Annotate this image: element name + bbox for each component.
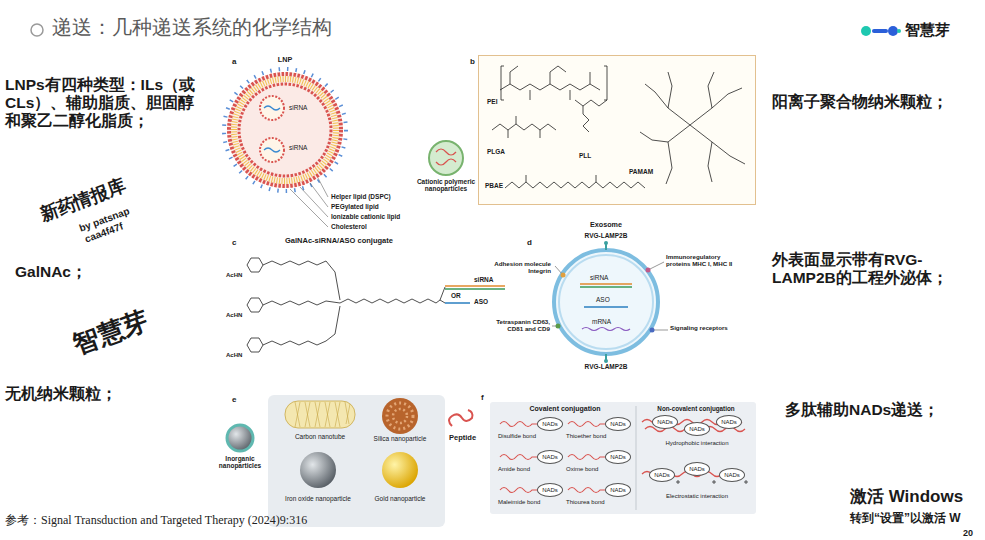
bubble-text: NADs	[606, 484, 630, 496]
node-text: Non-covalent conjugation	[636, 405, 756, 412]
callout-label: PEGylated lipid	[331, 203, 379, 210]
callout-label: Signaling receptors	[670, 324, 730, 331]
description-text: GalNAc；	[15, 263, 87, 281]
nads-bubble: NADs	[537, 450, 563, 464]
nads-bubble: NADs	[537, 417, 563, 431]
nads-bubble: NADs	[605, 483, 631, 497]
figure-label: Inorganic nanoparticles	[212, 455, 268, 470]
reference-caption: 参考：Signal Transduction and Targeted Ther…	[5, 514, 307, 528]
protein-label: RVG-LAMP2B	[576, 363, 636, 370]
nads-bubble: NADs	[684, 422, 710, 436]
bubble-text: NADs	[606, 418, 630, 430]
nads-bubble: NADs	[684, 462, 710, 476]
panel-letter: e	[232, 395, 236, 404]
nads-bubble: NADs	[537, 483, 563, 497]
node-text: Covalent conjugation	[510, 405, 620, 413]
bubble-text: NADs	[717, 416, 741, 428]
protein-label: RVG-LAMP2B	[576, 232, 636, 239]
node-text: PAMAM	[629, 168, 653, 175]
node-text: PLL	[579, 152, 591, 159]
callout-label: Helper lipid (DSPC)	[331, 193, 391, 200]
panel-letter: a	[232, 57, 236, 66]
node-text: PEI	[487, 98, 497, 105]
peptide-conjugation-panel: Covalent conjugation Non-covalent conjuga…	[490, 402, 756, 514]
bubble-text: NADs	[538, 418, 562, 430]
logo-text: 智慧芽	[905, 21, 950, 38]
atom-label: AcHN	[226, 312, 242, 319]
nads-bubble: NADs	[652, 415, 678, 429]
node-text: Thioether bond	[566, 433, 630, 440]
node-text: Silica nanoparticle	[360, 435, 440, 442]
node-text: PBAE	[485, 182, 503, 189]
atom-label: AcHN	[226, 352, 242, 359]
node-text: LNP	[227, 56, 343, 64]
callout-label: Tetraspanin CD63, CD81 and CD9	[494, 318, 550, 332]
watermark: 智慧芽	[69, 306, 153, 361]
node-text: Oxime bond	[566, 466, 630, 473]
node-text: Amide bond	[498, 466, 562, 473]
description-text: 阳离子聚合物纳米颗粒；	[772, 93, 948, 111]
bubble-text: NADs	[720, 469, 744, 481]
node-text: Electrostatic interaction	[647, 493, 747, 500]
node-text: siRNA	[590, 274, 608, 281]
lnp-particle: LNP siRNA siRNA	[227, 56, 343, 188]
node-text: Gold nanoparticle	[360, 495, 440, 502]
node-text: Thiourea bond	[566, 499, 630, 506]
node-text: Exosome	[554, 221, 658, 229]
bubble-text: NADs	[685, 463, 709, 475]
figure-label: Peptide	[449, 434, 476, 443]
bubble-text: NADs	[685, 423, 709, 435]
node-text: siRNA	[289, 104, 307, 111]
node-text: siRNA	[289, 144, 307, 151]
bubble-text: NADs	[606, 451, 630, 463]
atom-label: AcHN	[226, 272, 242, 279]
bubble-text: NADs	[538, 451, 562, 463]
slide-title: 递送：几种递送系统的化学结构	[52, 16, 332, 39]
panel-letter: b	[470, 57, 475, 66]
exosome: Exosome siRNA ASO mRNA	[554, 221, 658, 354]
node-text: Disulfide bond	[498, 433, 562, 440]
nads-bubble: NADs	[716, 415, 742, 429]
description-text: 外表面显示带有RVG-LAMP2B的工程外泌体；	[772, 251, 972, 287]
nads-bubble: NADs	[605, 417, 631, 431]
node-text: Hydrophobic interaction	[647, 440, 747, 447]
description-text: 多肽辅助NADs递送；	[785, 401, 939, 419]
description-text: LNPs有四种类型：ILs（或CLs）、辅助脂质、胆固醇和聚乙二醇化脂质；	[5, 76, 210, 129]
strand-label: ASO	[474, 298, 488, 305]
polymer-panel: PEI PLGA PLL PAMAM PBAE	[478, 55, 756, 205]
callout-label: Cholesterol	[331, 223, 367, 230]
page-number: 20	[963, 528, 973, 538]
callout-label: Ionizable cationic lipid	[331, 213, 400, 220]
nads-bubble: NADs	[719, 468, 745, 482]
node-text: Maleimide bond	[498, 499, 562, 506]
bubble-text: NADs	[538, 484, 562, 496]
panel-letter: c	[232, 238, 236, 247]
description-text: 无机纳米颗粒；	[5, 385, 117, 403]
node-text: mRNA	[592, 318, 611, 325]
nads-bubble: NADs	[649, 468, 675, 482]
figure-label: Cationic polymeric nanoparticles	[416, 178, 476, 193]
node-text: Carbon nanotube	[285, 433, 355, 440]
panel-letter: f	[481, 393, 484, 402]
bubble-text: NADs	[650, 469, 674, 481]
os-watermark: 激活 Windows	[850, 487, 963, 507]
strand-label: siRNA	[474, 276, 494, 283]
panel-letter: d	[527, 238, 532, 247]
node-text: Iron oxide nanoparticle	[275, 495, 361, 502]
inorganic-panel: Carbon nanotube Silica nanoparticleIron o…	[268, 395, 445, 527]
os-watermark: 转到“设置”以激活 W	[850, 512, 961, 526]
node-text: PLGA	[487, 148, 505, 155]
strand-label: OR	[451, 292, 461, 299]
nads-bubble: NADs	[605, 450, 631, 464]
callout-label: Adhesion molecule Integrin	[493, 260, 551, 274]
callout-label: Immunoregulatory proteins MHC I, MHC II	[666, 253, 738, 267]
figure-title: GalNAc-siRNA/ASO conjugate	[285, 237, 393, 246]
node-text: ASO	[596, 296, 610, 303]
bubble-text: NADs	[653, 416, 677, 428]
